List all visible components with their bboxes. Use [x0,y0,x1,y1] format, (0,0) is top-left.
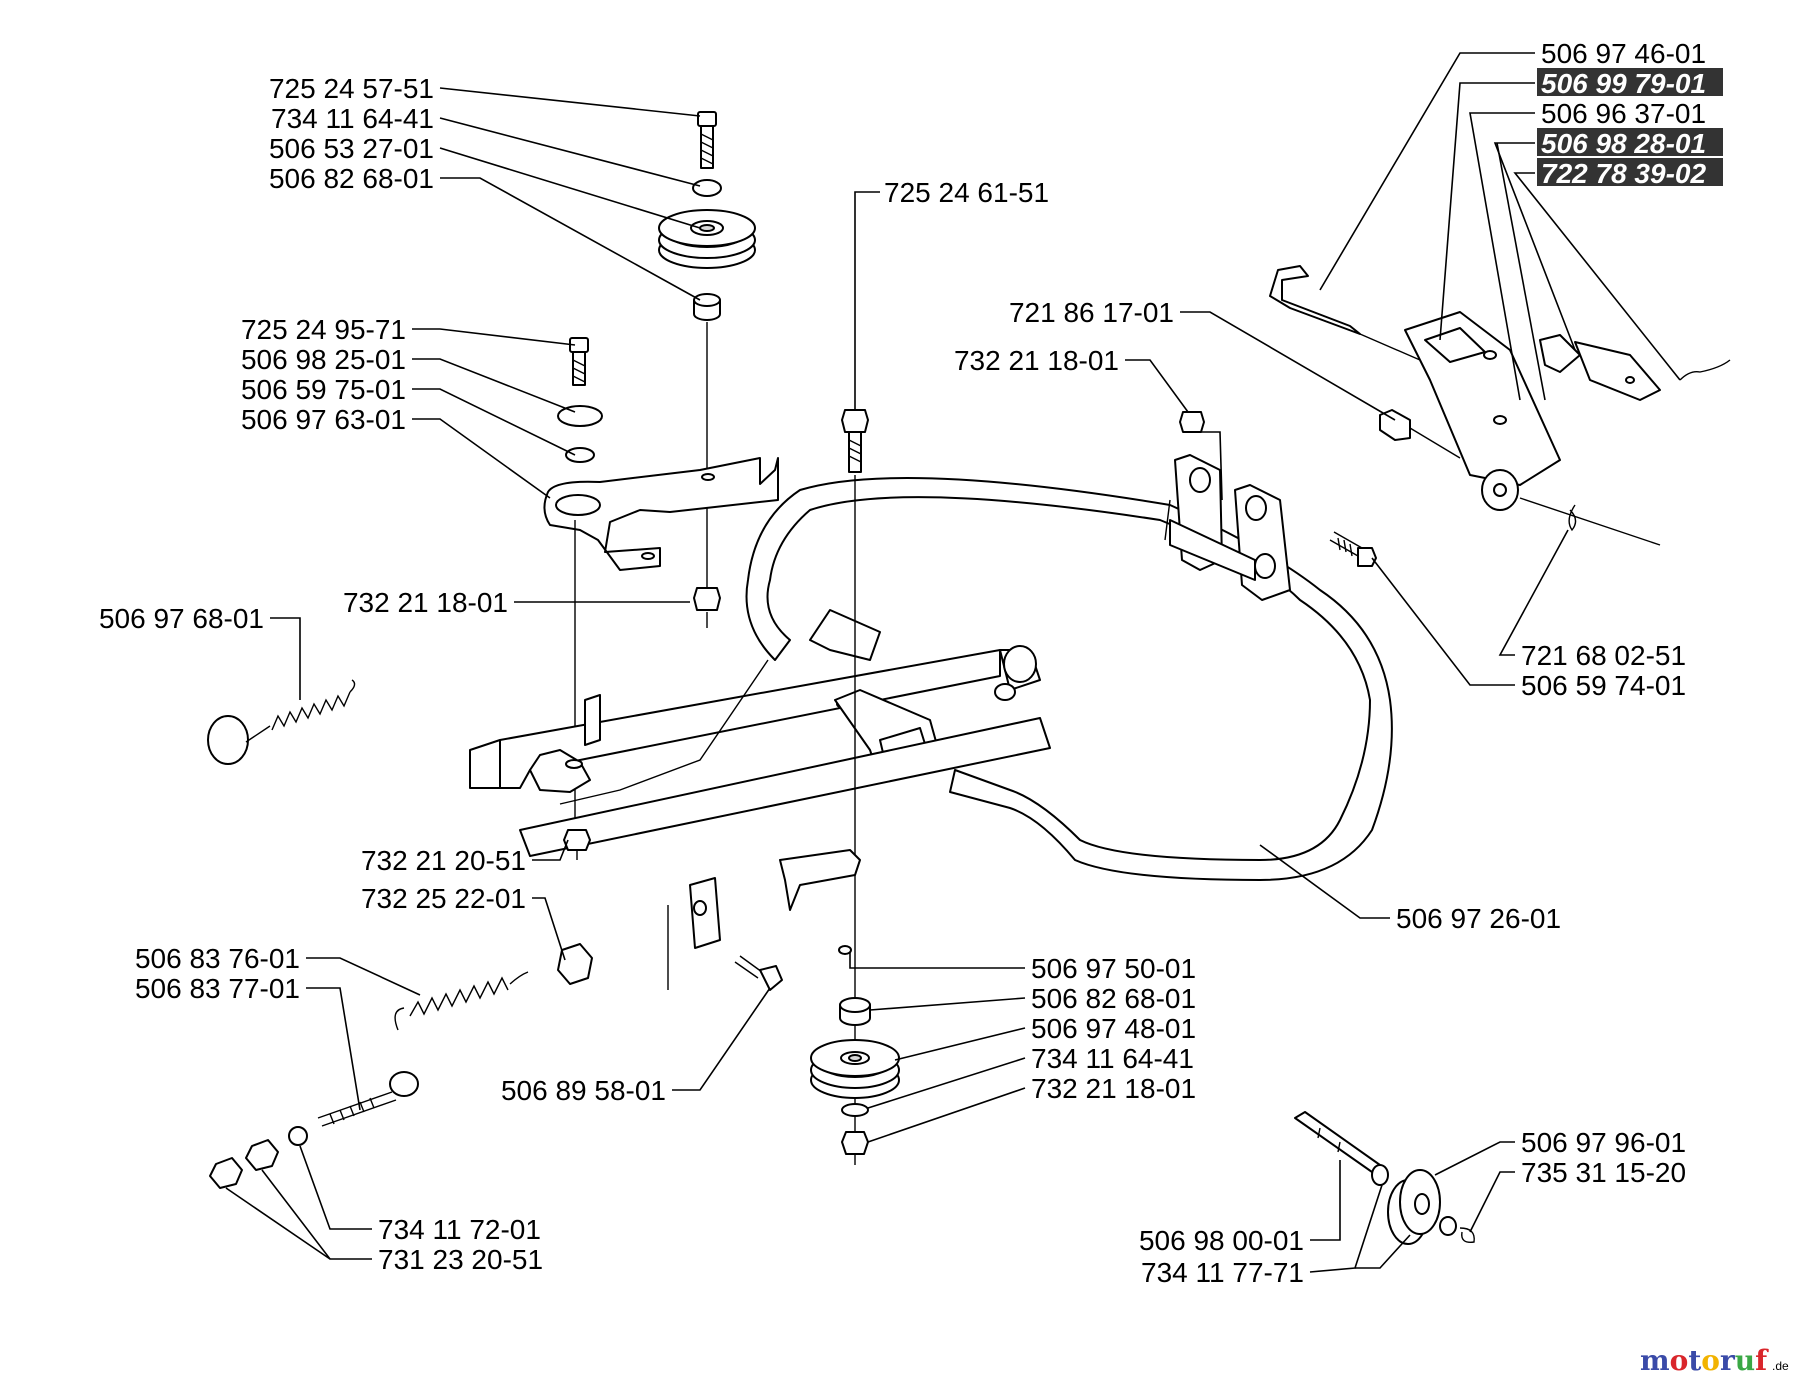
part-label[interactable]: 506 83 76-01 [135,943,300,974]
part-label[interactable]: 506 89 58-01 [501,1075,666,1106]
nut-frame-left [563,829,591,851]
highlight-box [1537,158,1723,186]
logo-text: motoruf [1640,1344,1769,1377]
side-bolt [1329,531,1377,567]
part-label[interactable]: 721 68 02-51 [1521,640,1686,671]
part-label[interactable]: 732 21 18-01 [343,587,508,618]
part-label[interactable]: 506 97 48-01 [1031,1013,1196,1044]
pull-spring [207,679,356,765]
part-label[interactable]: 506 97 63-01 [241,404,406,435]
nut-lower-left [557,943,593,985]
wheel [1387,1169,1441,1245]
lift-brackets [1164,454,1291,601]
part-label[interactable]: 506 59 74-01 [1521,670,1686,701]
part-label[interactable]: 725 24 57-51 [269,73,434,104]
nut-a [245,1139,279,1171]
small-washer [565,447,595,463]
nut-upper [693,587,721,611]
part-label[interactable]: 506 97 96-01 [1521,1127,1686,1158]
part-label[interactable]: 506 97 50-01 [1031,953,1196,984]
part-label[interactable]: 506 83 77-01 [135,973,300,1004]
lower-nut [841,1131,869,1155]
loop-tube [519,477,1393,881]
motoruf-logo: motoruf .de [1640,1344,1789,1377]
logo-suffix: .de [1772,1359,1789,1373]
nut-right [1179,411,1205,433]
part-label[interactable]: 734 11 77-71 [1141,1257,1304,1288]
lower-spacer [839,997,871,1026]
part-label[interactable]: 734 11 72-01 [378,1214,541,1245]
lower-washer [841,1103,869,1117]
highlight-box [1537,68,1723,96]
small-bracket [779,849,861,955]
lower-pulley [810,1039,900,1099]
part-label[interactable]: 506 82 68-01 [1031,983,1196,1014]
part-label[interactable]: 734 11 64-41 [271,103,434,134]
flange-bolt [734,955,783,991]
nut-b [209,1157,243,1189]
part-label[interactable]: 725 24 61-51 [884,177,1049,208]
lower-left-bracket [667,877,721,990]
highlight-box [1537,128,1723,156]
bracket-bolt [569,337,589,386]
eyebolt [317,1071,419,1127]
cotter-pin [1679,359,1731,381]
part-label[interactable]: 732 21 18-01 [954,345,1119,376]
exploded-view-drawing [207,111,1731,1245]
part-label-highlighted[interactable]: 722 78 39-02 [1541,158,1706,189]
part-label[interactable]: 725 24 95-71 [241,314,406,345]
wheel-axle [1294,1111,1381,1173]
large-washer [557,405,603,427]
part-label[interactable]: 506 98 00-01 [1139,1225,1304,1256]
part-label[interactable]: 732 21 18-01 [1031,1073,1196,1104]
part-label[interactable]: 732 21 20-51 [361,845,526,876]
part-label[interactable]: 732 25 22-01 [361,883,526,914]
top-washer [692,179,722,197]
leader-lines [225,52,1681,1273]
part-label[interactable]: 735 31 15-20 [1521,1157,1686,1188]
top-bolt [697,111,717,169]
part-label[interactable]: 506 59 75-01 [241,374,406,405]
top-spacer [693,293,721,321]
pedal-arm [1404,311,1561,511]
wheel-washer [1439,1216,1457,1236]
part-label[interactable]: 506 98 25-01 [241,344,406,375]
idler-bracket [543,457,779,571]
long-bolt [841,409,869,473]
clevis-pin [1379,409,1461,459]
part-label[interactable]: 731 23 20-51 [378,1244,543,1275]
part-label-highlighted[interactable]: 506 98 28-01 [1541,128,1706,159]
wheel-clip [1459,1227,1475,1243]
part-label[interactable]: 734 11 64-41 [1031,1043,1194,1074]
part-label[interactable]: 506 96 37-01 [1541,98,1706,129]
part-label[interactable]: 506 82 68-01 [269,163,434,194]
pedal-pad-bracket [1539,334,1661,401]
part-label[interactable]: 506 53 27-01 [269,133,434,164]
lock-washer-a [288,1126,308,1146]
part-label[interactable]: 506 97 68-01 [99,603,264,634]
tension-spring [394,971,529,1031]
axle-washer [1371,1164,1389,1186]
part-label-highlighted[interactable]: 506 99 79-01 [1541,68,1706,99]
part-number-labels: 725 24 57-51 734 11 64-41 506 53 27-01 5… [99,38,1723,1288]
part-label[interactable]: 506 97 26-01 [1396,903,1561,934]
part-label[interactable]: 721 86 17-01 [1009,297,1174,328]
top-pulley [658,209,756,269]
pedal-rod [1269,265,1421,361]
hairpin-clip [1568,504,1577,532]
part-label[interactable]: 506 97 46-01 [1541,38,1706,69]
